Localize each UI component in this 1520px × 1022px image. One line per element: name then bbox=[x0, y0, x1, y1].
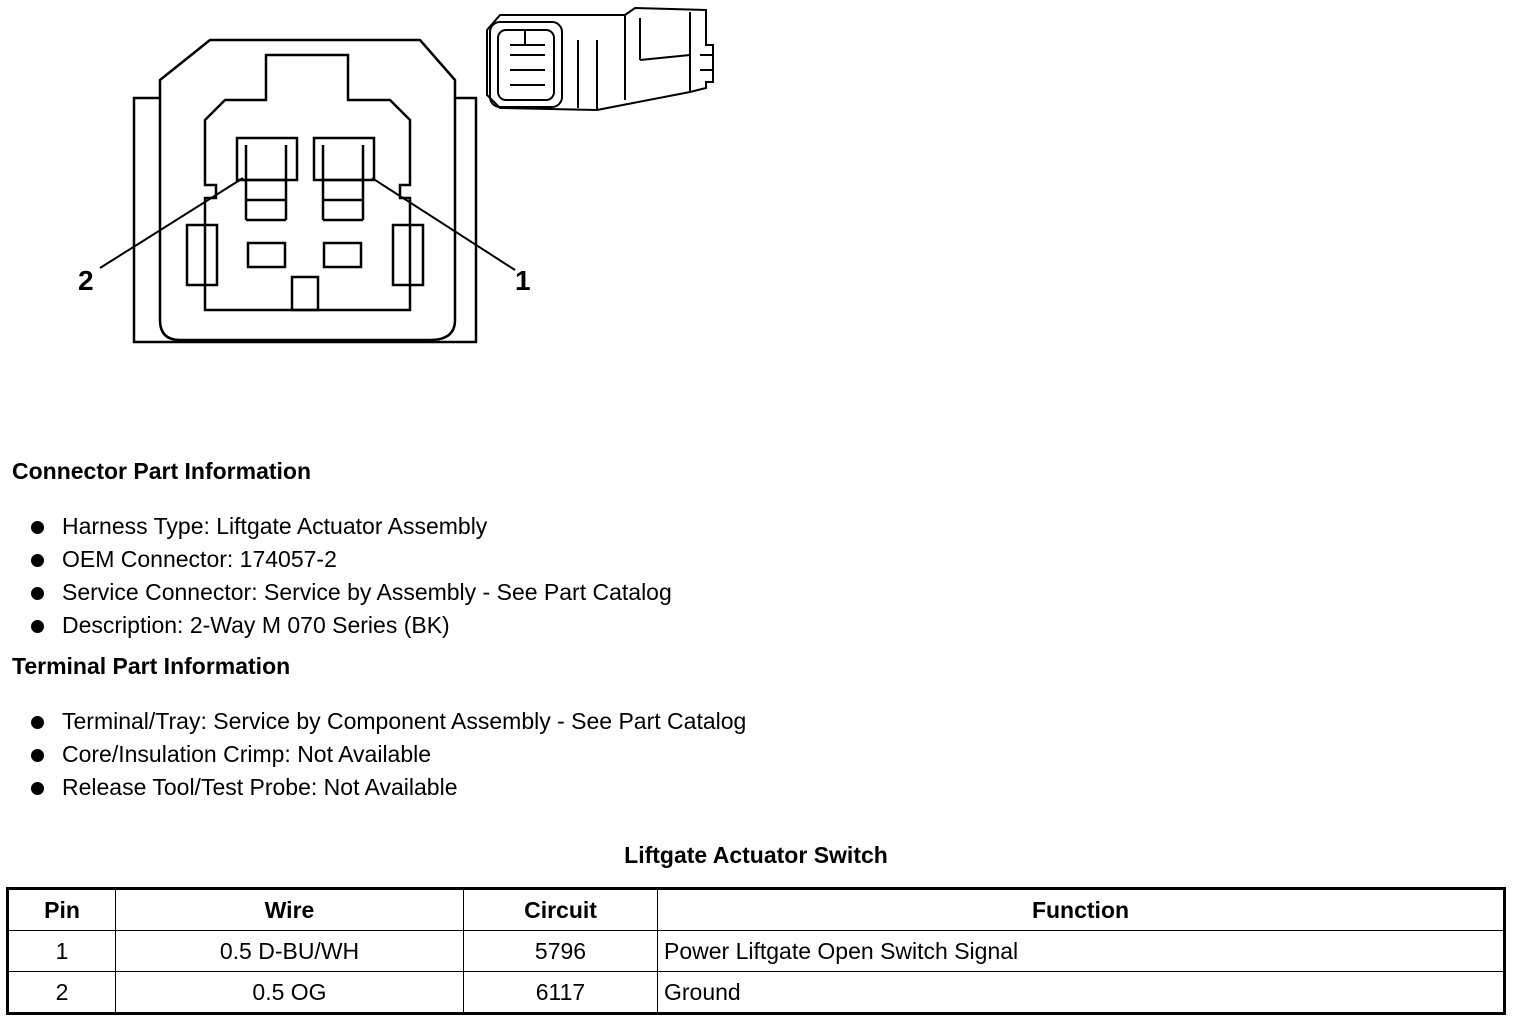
header-function: Function bbox=[657, 888, 1505, 931]
list-item: Description: 2-Way M 070 Series (BK) bbox=[28, 609, 672, 642]
cell-wire: 0.5 D-BU/WH bbox=[115, 930, 464, 972]
header-circuit: Circuit bbox=[463, 888, 658, 931]
callout-pin-2: 2 bbox=[78, 265, 94, 296]
bullet-icon bbox=[31, 554, 44, 567]
bullet-icon bbox=[31, 521, 44, 534]
list-item: OEM Connector: 174057-2 bbox=[28, 543, 672, 576]
cell-circuit: 6117 bbox=[463, 971, 658, 1014]
list-item: Release Tool/Test Probe: Not Available bbox=[28, 771, 746, 804]
bullet-icon bbox=[31, 620, 44, 633]
bullet-icon bbox=[31, 782, 44, 795]
list-item: Core/Insulation Crimp: Not Available bbox=[28, 738, 746, 771]
cell-wire: 0.5 OG bbox=[115, 971, 464, 1014]
table-row: 2 0.5 OG 6117 Ground bbox=[7, 971, 1505, 1014]
connector-thumbnail bbox=[486, 6, 714, 112]
table-row: 1 0.5 D-BU/WH 5796 Power Liftgate Open S… bbox=[7, 930, 1505, 972]
bullet-icon bbox=[31, 716, 44, 729]
terminal-info-heading: Terminal Part Information bbox=[12, 653, 291, 679]
cell-pin: 2 bbox=[7, 971, 116, 1014]
connector-info-heading: Connector Part Information bbox=[12, 458, 312, 484]
callout-pin-1: 1 bbox=[515, 265, 531, 296]
table-title: Liftgate Actuator Switch bbox=[624, 842, 888, 868]
cell-function: Ground bbox=[657, 971, 1505, 1014]
cell-function: Power Liftgate Open Switch Signal bbox=[657, 930, 1505, 972]
pinout-table: Pin Wire Circuit Function 1 0.5 D-BU/WH … bbox=[6, 887, 1506, 1015]
bullet-icon bbox=[31, 587, 44, 600]
connector-face-diagram: 2 1 bbox=[78, 6, 714, 344]
cell-circuit: 5796 bbox=[463, 930, 658, 972]
list-item: Terminal/Tray: Service by Component Asse… bbox=[28, 705, 746, 738]
list-item: Harness Type: Liftgate Actuator Assembly bbox=[28, 510, 672, 543]
bullet-icon bbox=[31, 749, 44, 762]
list-item: Service Connector: Service by Assembly -… bbox=[28, 576, 672, 609]
header-wire: Wire bbox=[115, 888, 464, 931]
cell-pin: 1 bbox=[7, 930, 116, 972]
table-header-row: Pin Wire Circuit Function bbox=[7, 888, 1505, 931]
header-pin: Pin bbox=[7, 888, 116, 931]
terminal-info-list: Terminal/Tray: Service by Component Asse… bbox=[28, 705, 746, 804]
connector-info-list: Harness Type: Liftgate Actuator Assembly… bbox=[28, 510, 672, 642]
